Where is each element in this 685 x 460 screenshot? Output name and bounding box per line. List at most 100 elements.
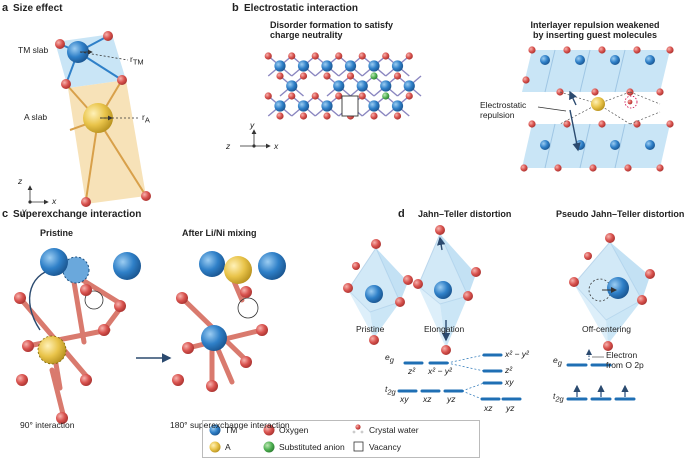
legend-tm: TM (225, 425, 238, 435)
lattice-anion (393, 112, 402, 120)
lattice-tm (333, 80, 345, 92)
lattice-tm (344, 60, 357, 72)
legend-symbols (209, 424, 364, 453)
yz-label-right: yz (506, 403, 515, 413)
lattice-anion (382, 92, 390, 100)
layer-oxygen (554, 164, 562, 172)
lattice-anion (288, 52, 296, 60)
panel-b-axis-x: x (274, 141, 279, 151)
elongation-label: Elongation (424, 324, 465, 334)
legend-substituted-anion: Substituted anion (279, 442, 345, 452)
after-mixing-label: After Li/Ni mixing (182, 228, 257, 238)
lattice-tm (368, 60, 380, 72)
lattice-anion (346, 72, 355, 80)
xz-label-right: xz (484, 403, 493, 413)
r-tm-label: rTM (130, 54, 144, 67)
panel-d-letter: d (398, 208, 405, 220)
layer-tm (540, 140, 550, 150)
lattice-anion (323, 112, 331, 120)
panel-d-graphic (343, 225, 655, 401)
lattice-anion (335, 92, 343, 100)
layer-oxygen (666, 46, 674, 54)
lattice-anion (323, 72, 331, 80)
layer-tm (610, 140, 620, 150)
layer-oxygen (522, 76, 530, 84)
panel-a-axis-x: x (52, 196, 57, 206)
layer-oxygen (656, 164, 664, 172)
layer-oxygen (598, 46, 606, 54)
layer-oxygen (528, 120, 536, 128)
layer-oxygen (563, 46, 571, 54)
layer-tm (575, 55, 585, 65)
xz-label-left: xz (423, 394, 432, 404)
layer-oxygen (563, 120, 571, 128)
yz-label-left: yz (447, 394, 456, 404)
layer-oxygen (528, 46, 536, 54)
layer-oxygen (666, 120, 674, 128)
lattice-anion (311, 92, 319, 100)
xy-label-left: xy (400, 394, 409, 404)
panel-b-letter: b (232, 2, 239, 14)
lattice-anion (276, 72, 284, 80)
interaction-180-label: 180° superexchange interaction (170, 420, 290, 430)
lattice-tm (274, 100, 286, 112)
vacancy-marker (341, 95, 359, 117)
x2y2-label-right: x² − y² (505, 349, 529, 359)
pristine-label-d: Pristine (356, 324, 385, 334)
interaction-90-label: 90° interaction (20, 420, 75, 430)
lattice-anion (370, 72, 378, 80)
lattice-tm (297, 60, 310, 72)
pristine-label-c: Pristine (40, 228, 74, 238)
layer-oxygen (633, 46, 641, 54)
xy-label-right: xy (505, 377, 514, 387)
layer-oxygen (591, 88, 599, 96)
lattice-anion (405, 92, 413, 100)
panel-a-axis-y: y (22, 206, 27, 216)
panel-a-letter: a (2, 2, 9, 14)
panel-a-axis-z: z (18, 176, 23, 186)
lattice-tm (321, 60, 333, 72)
layer-oxygen (656, 88, 664, 96)
layer-oxygen (633, 120, 641, 128)
lattice-anion (299, 72, 308, 80)
lattice-tm (286, 80, 298, 92)
panel-c-title: Superexchange interaction (13, 209, 142, 220)
r-a-label: rA (142, 112, 150, 125)
eg-label-pjt: eg (553, 355, 562, 368)
legend-a: A (225, 442, 231, 452)
layer-oxygen (520, 164, 528, 172)
lattice-anion (370, 112, 378, 120)
panel-c-graphic (14, 248, 286, 424)
lattice-anion (288, 92, 296, 100)
legend-box: TM Oxygen Crystal water A Substituted an… (202, 420, 480, 458)
x2y2-label: x² − y² (428, 366, 452, 376)
lattice-anion (393, 72, 402, 80)
off-centering-label: Off-centering (582, 324, 631, 334)
legend-oxygen: Oxygen (279, 425, 309, 435)
tm-slab-label: TM slab (18, 45, 49, 55)
z2-label-right: z² (505, 365, 513, 375)
pjt-title: Pseudo Jahn–Teller distortion (556, 209, 685, 219)
panel-b-axis-y: y (250, 120, 255, 130)
lattice-tm (380, 80, 392, 92)
lattice-tm (403, 80, 415, 92)
layer-oxygen (624, 164, 632, 172)
lattice-anion (405, 52, 413, 60)
lattice-tm (274, 60, 286, 72)
panel-a-title: Size effect (13, 3, 63, 14)
lattice-anion (264, 92, 272, 100)
lattice-anion (382, 52, 390, 60)
lattice-tm (356, 80, 368, 92)
legend-crystal-water: Crystal water (369, 425, 419, 435)
lattice-tm (368, 100, 380, 112)
a-slab-label: A slab (24, 112, 48, 122)
layer-oxygen (589, 164, 597, 172)
z2-label: z² (408, 366, 416, 376)
panel-b-axes (240, 129, 271, 149)
legend-vacancy: Vacancy (369, 442, 401, 452)
layer-tm (540, 55, 550, 65)
lattice-anion (264, 52, 272, 60)
lattice-anion (299, 112, 308, 120)
